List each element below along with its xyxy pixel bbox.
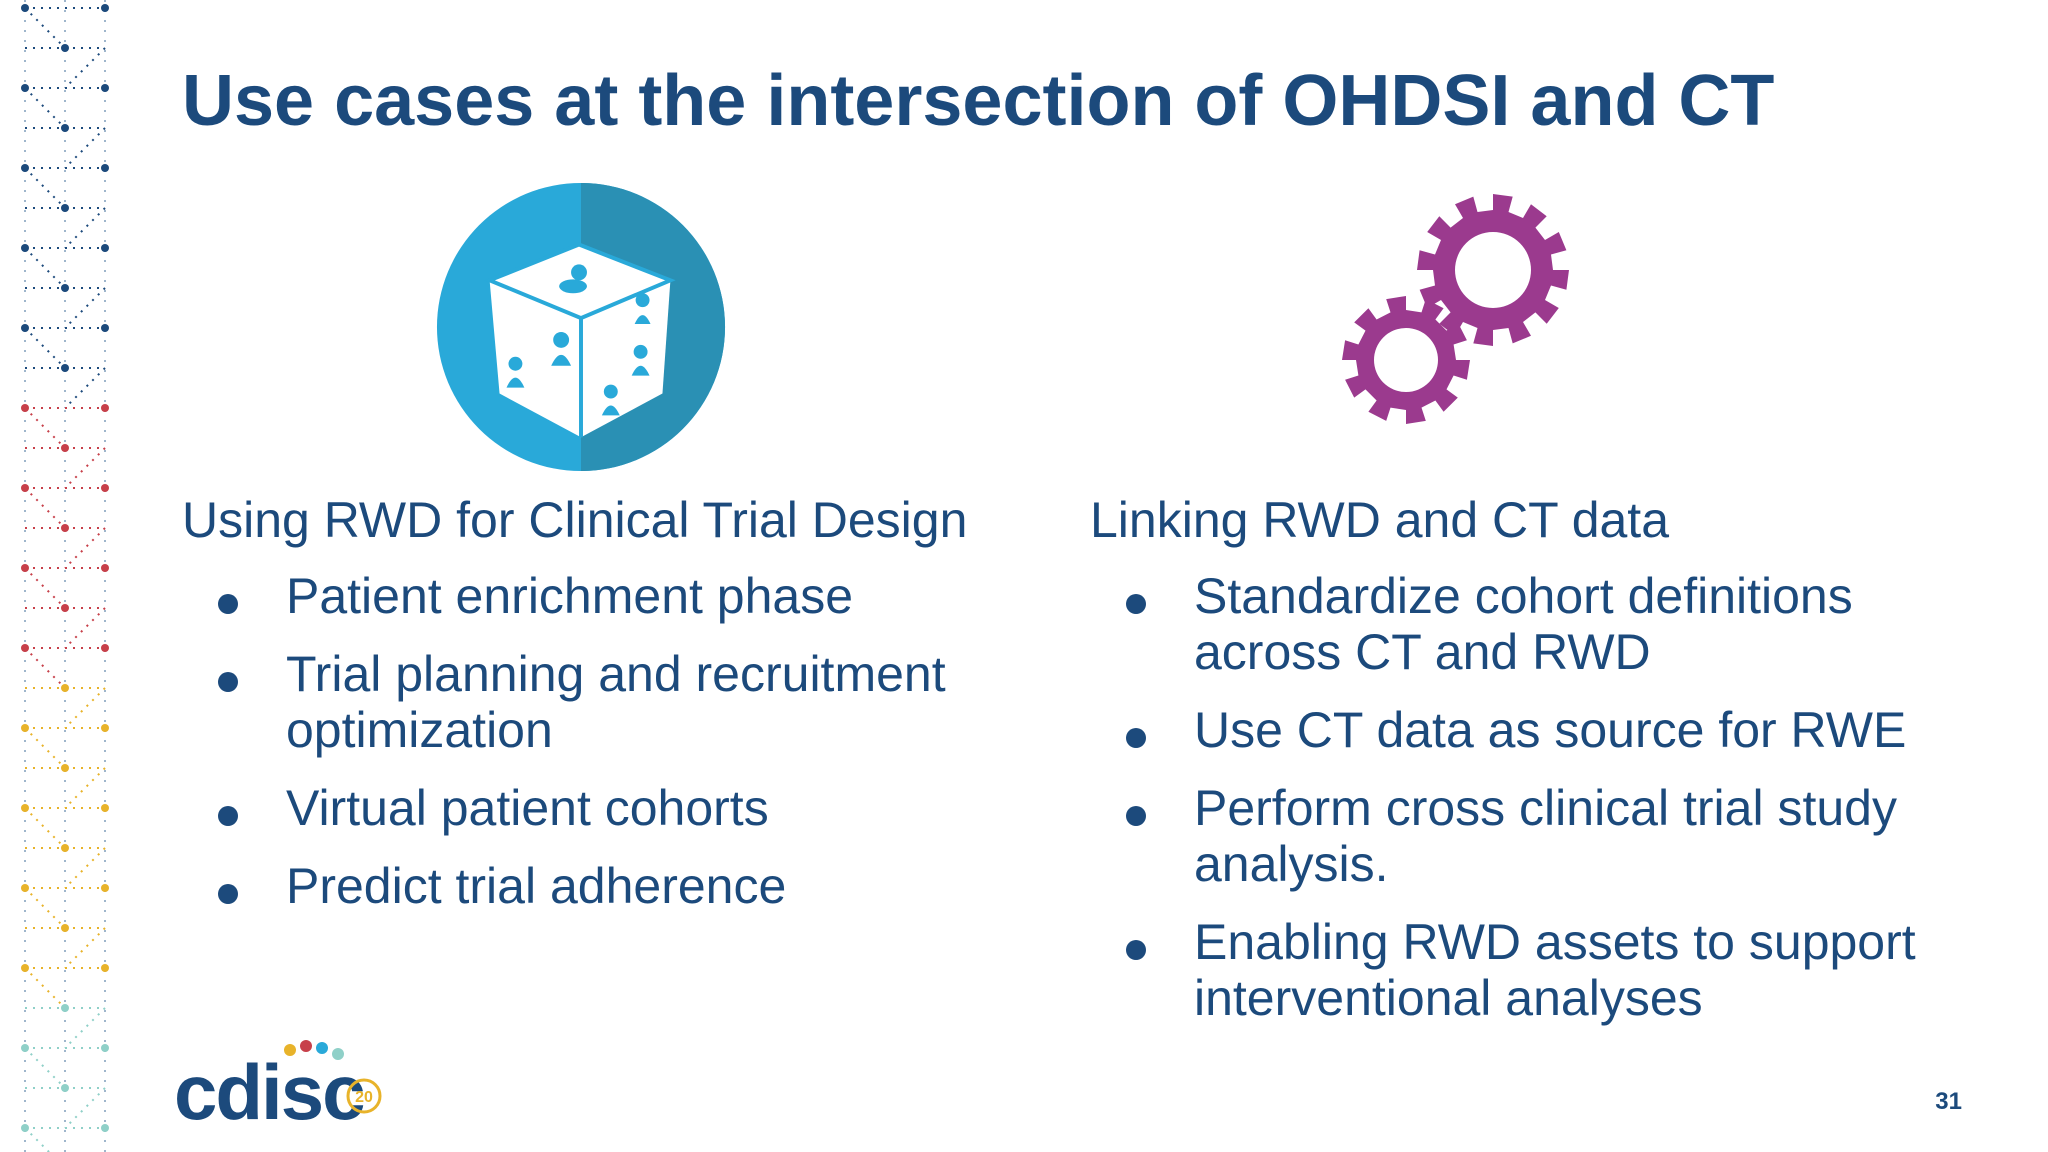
list-item: Predict trial adherence	[182, 858, 1042, 914]
bullet-dot-icon	[1126, 594, 1146, 614]
gear-icon	[1417, 194, 1569, 346]
bullet-dot-icon	[218, 594, 238, 614]
bullet-dot-icon	[218, 672, 238, 692]
cdisc-logo: cdisc 20	[174, 1040, 394, 1136]
left-bullet-list: Patient enrichment phase Trial planning …	[182, 568, 1042, 914]
logo-dots-icon: 20	[284, 1040, 382, 1114]
bullet-dot-icon	[1126, 728, 1146, 748]
right-bullet-list: Standardize cohort definitions across CT…	[1090, 568, 1990, 1026]
list-item: Virtual patient cohorts	[182, 780, 1042, 836]
right-column-heading: Linking RWD and CT data	[1090, 492, 1670, 548]
left-column: Using RWD for Clinical Trial Design Pati…	[182, 490, 1042, 936]
left-column-heading: Using RWD for Clinical Trial Design	[182, 492, 968, 548]
bullet-dot-icon	[1126, 940, 1146, 960]
list-item: Use CT data as source for RWE	[1090, 702, 1990, 758]
bullet-dot-icon	[218, 884, 238, 904]
logo-badge: 20	[355, 1089, 373, 1106]
bullet-dot-icon	[1126, 806, 1146, 826]
gear-icon	[1342, 296, 1470, 424]
gears-icon	[1342, 194, 1569, 424]
page-number: 31	[1935, 1088, 1962, 1115]
list-item: Trial planning and recruitment optimizat…	[182, 646, 946, 758]
slide-title: Use cases at the intersection of OHDSI a…	[182, 61, 1775, 141]
logo-wordmark: cdisc	[174, 1048, 365, 1136]
right-column: Linking RWD and CT data Standardize coho…	[1090, 490, 1990, 1048]
list-item: Standardize cohort definitions across CT…	[1090, 568, 1894, 680]
list-item: Patient enrichment phase	[182, 568, 1042, 624]
list-item: Perform cross clinical trial study analy…	[1090, 780, 1954, 892]
decorative-network-stripe	[21, 0, 109, 1152]
list-item: Enabling RWD assets to support intervent…	[1090, 914, 1974, 1026]
bullet-dot-icon	[218, 806, 238, 826]
patient-cube-icon	[436, 182, 726, 472]
